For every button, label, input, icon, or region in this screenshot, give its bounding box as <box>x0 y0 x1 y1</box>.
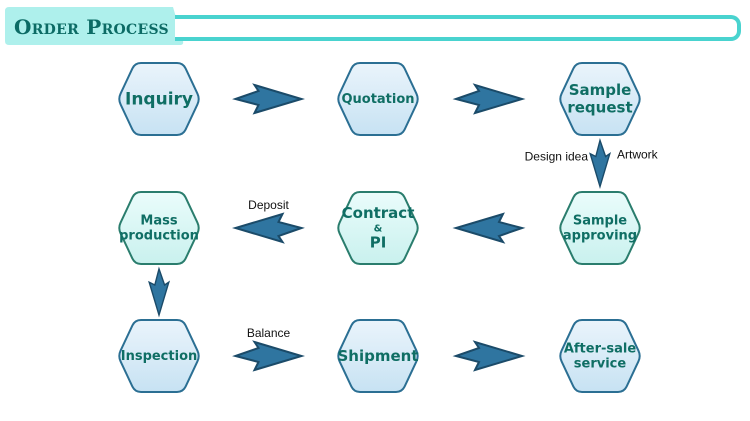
header-bar <box>175 15 741 41</box>
edge-quotation-to-sample-request <box>452 83 526 115</box>
arrow-right-icon <box>452 83 526 115</box>
arrow-left-icon <box>452 212 526 244</box>
hexagon-shape <box>337 191 419 265</box>
node-shipment: Shipment <box>337 319 419 393</box>
node-label: approving <box>563 229 637 244</box>
header-tab <box>5 7 184 45</box>
edge-inspection-to-shipment: Balance <box>232 326 306 372</box>
node-inquiry: Inquiry <box>118 62 200 136</box>
node-label: PI <box>370 234 387 252</box>
hexagon-shape <box>118 62 200 136</box>
node-label: Mass <box>140 214 177 229</box>
arrow-right-icon <box>232 83 306 115</box>
node-label: Inquiry <box>125 90 193 110</box>
node-label: request <box>567 99 632 117</box>
edge-label-right: Artwork <box>617 148 659 162</box>
edge-inquiry-to-quotation <box>232 83 306 115</box>
node-label: Quotation <box>341 92 414 107</box>
edge-label: Deposit <box>248 198 289 212</box>
edge-label-left: Design idea <box>525 150 589 164</box>
arrow-right-icon <box>232 340 306 372</box>
edge-mass-production-to-inspection <box>148 266 171 318</box>
page-title: Order Process <box>14 15 169 39</box>
edge-sample-request-to-sample-approving: Design idea Artwork <box>525 137 659 190</box>
node-quotation: Quotation <box>337 62 419 136</box>
hexagon-shape <box>559 62 641 136</box>
node-label: production <box>119 229 199 244</box>
hexagon-shape <box>337 62 419 136</box>
edge-shipment-to-after-sale-service <box>452 340 526 372</box>
node-label: Inspection <box>121 349 198 364</box>
node-label: Contract <box>342 204 415 222</box>
hexagon-shape <box>118 319 200 393</box>
hexagon-shape <box>118 191 200 265</box>
node-label: After-sale <box>564 342 637 357</box>
node-contract-pi: Contract&PI <box>337 191 419 265</box>
edge-label: Balance <box>247 326 291 340</box>
arrow-right-icon <box>452 340 526 372</box>
node-inspection: Inspection <box>118 319 200 393</box>
arrow-down-icon <box>148 266 171 318</box>
node-label: Shipment <box>337 347 418 365</box>
edge-sample-approving-to-contract-pi <box>452 212 526 244</box>
edge-contract-pi-to-mass-production: Deposit <box>231 198 305 244</box>
node-label: service <box>574 357 627 372</box>
node-label: Sample <box>573 214 627 229</box>
arrow-left-icon <box>231 212 305 244</box>
hexagon-shape <box>559 191 641 265</box>
node-label: Sample <box>569 81 632 99</box>
node-label: & <box>374 223 383 234</box>
hexagon-shape <box>559 319 641 393</box>
hexagon-shape <box>337 319 419 393</box>
arrow-down-icon <box>589 137 612 190</box>
